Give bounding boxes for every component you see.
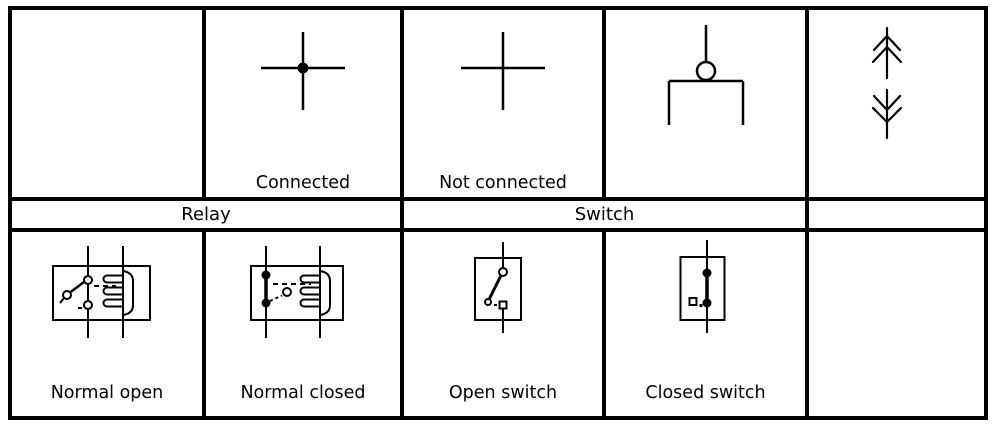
- cell-relay-normal-open: Normal open: [12, 232, 206, 416]
- switch-open-icon: [473, 242, 533, 337]
- relay-category-label: Relay: [181, 203, 231, 225]
- switch-closed-icon: [676, 240, 736, 335]
- normal-closed-label: Normal closed: [240, 382, 366, 403]
- unconnected-crossing-icon: [438, 26, 568, 136]
- switch-category-cell: Switch: [404, 201, 809, 232]
- closed-switch-label: Closed switch: [645, 382, 766, 403]
- cell-bottom-empty: [809, 232, 984, 416]
- cell-plug-contact: [606, 10, 809, 201]
- not-connected-label: Not connected: [439, 172, 567, 193]
- relay-normal-closed-icon: [239, 246, 359, 341]
- cell-relay-normal-closed: Normal closed: [206, 232, 404, 416]
- connector-chevrons-icon: [864, 24, 910, 146]
- cell-connected: Connected: [206, 10, 404, 201]
- connected-label: Connected: [255, 172, 351, 193]
- relay-normal-open-icon: [41, 246, 161, 341]
- cell-connector-arrows: [809, 10, 984, 201]
- connected-junction-icon: [238, 26, 368, 136]
- cell-not-connected: Not connected: [404, 10, 606, 201]
- plug-contact-icon: [661, 22, 751, 132]
- cell-open-switch: Open switch: [404, 232, 606, 416]
- open-switch-label: Open switch: [448, 382, 558, 403]
- legend-table: Connected Not connected: [8, 6, 988, 420]
- cell-closed-switch: Closed switch: [606, 232, 809, 416]
- category-empty-cell: [809, 201, 984, 232]
- relay-category-cell: Relay: [12, 201, 404, 232]
- cell-top-empty: [12, 10, 206, 201]
- normal-open-label: Normal open: [50, 382, 164, 403]
- switch-category-label: Switch: [574, 203, 635, 225]
